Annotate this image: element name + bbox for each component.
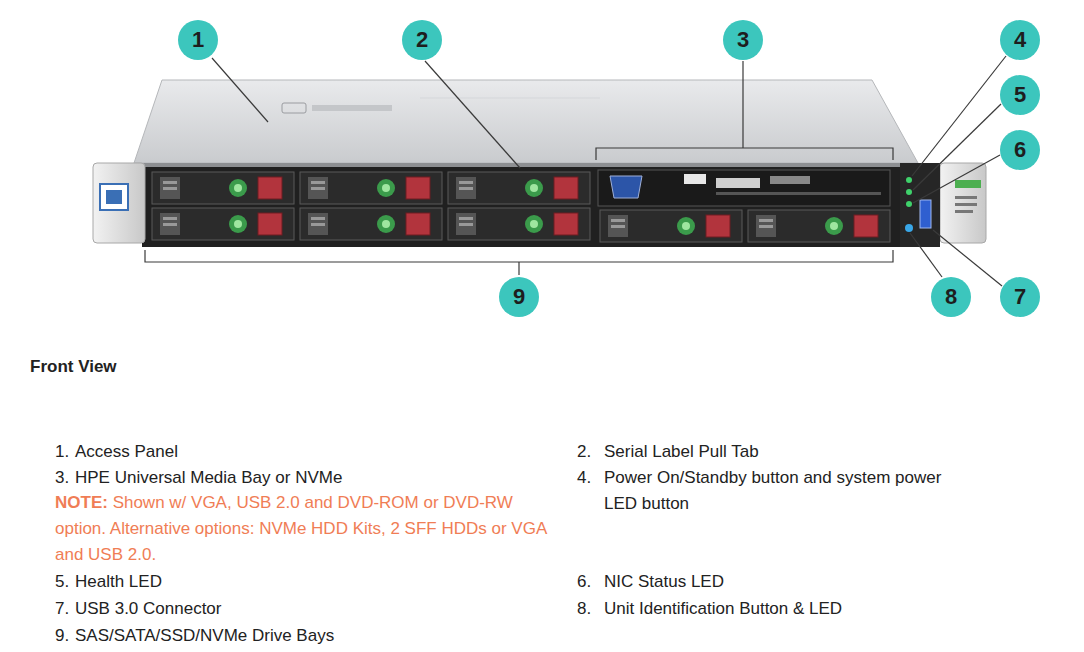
part-name: Access Panel (75, 439, 535, 465)
part-name: Unit Identification Button & LED (604, 596, 1044, 622)
callout-circle: 7 (1000, 277, 1040, 317)
callout-circle: 4 (1000, 20, 1040, 60)
callout-number: 4 (1014, 29, 1026, 51)
part-name: Serial Label Pull Tab (604, 439, 1044, 465)
callout-circle: 5 (1000, 75, 1040, 115)
callout-circle: 1 (178, 20, 218, 60)
callout-circle: 9 (499, 277, 539, 317)
part-name: NIC Status LED (604, 569, 1044, 595)
callout-number: 3 (737, 29, 749, 51)
callout-number: 9 (513, 286, 525, 308)
list-number: 1. (55, 439, 75, 465)
note-heading: NOTE: (55, 493, 108, 512)
note-text: Shown w/ VGA, USB 2.0 and DVD-ROM or DVD… (55, 493, 546, 564)
list-number: 6. (577, 569, 603, 595)
callout-circle: 8 (931, 277, 971, 317)
list-number: 2. (577, 439, 603, 465)
callout-number: 8 (945, 286, 957, 308)
callout-circle: 3 (723, 20, 763, 60)
list-number: 4. (577, 465, 603, 491)
callout-number: 7 (1014, 286, 1026, 308)
part-name: SAS/SATA/SSD/NVMe Drive Bays (75, 623, 535, 649)
callout-number: 2 (416, 29, 428, 51)
note-block: NOTE: Shown w/ VGA, USB 2.0 and DVD-ROM … (55, 490, 560, 568)
view-title: Front View (30, 354, 230, 380)
part-name: Power On/Standby button and system power… (604, 465, 966, 517)
part-name: HPE Universal Media Bay or NVMe (75, 465, 535, 491)
list-number: 9. (55, 623, 75, 649)
callout-circle: 2 (402, 20, 442, 60)
callout-number: 1 (192, 29, 204, 51)
callout-number: 6 (1014, 139, 1026, 161)
list-number: 8. (577, 596, 603, 622)
list-number: 3. (55, 465, 75, 491)
part-name: Health LED (75, 569, 535, 595)
list-number: 5. (55, 569, 75, 595)
part-name: USB 3.0 Connector (75, 596, 535, 622)
callout-number: 5 (1014, 84, 1026, 106)
list-number: 7. (55, 596, 75, 622)
callout-circle: 6 (1000, 130, 1040, 170)
